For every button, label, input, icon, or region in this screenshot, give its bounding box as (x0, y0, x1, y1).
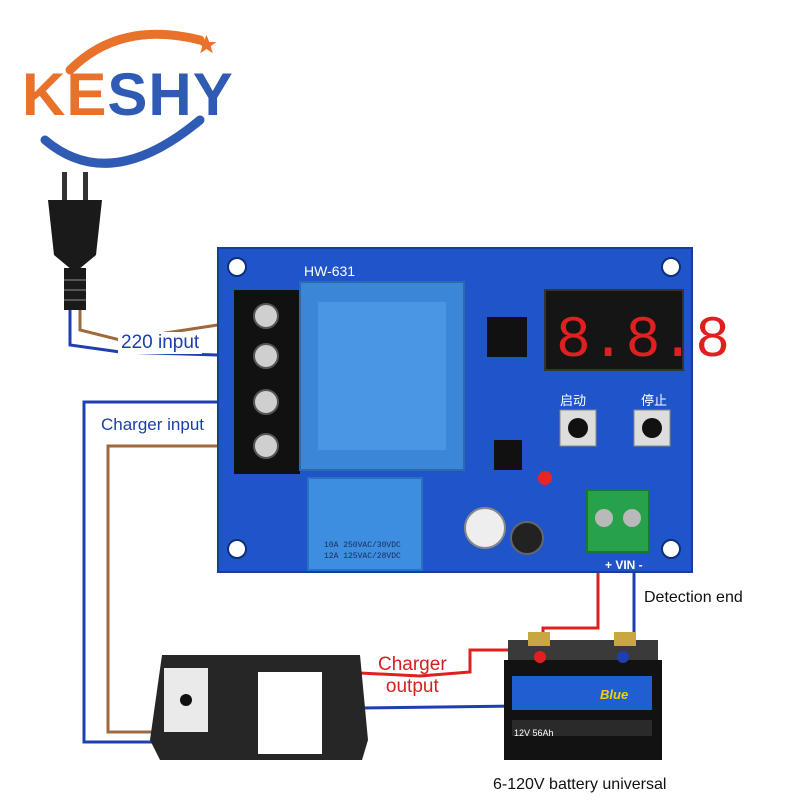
charger-input-label: Charger input (99, 415, 207, 435)
start-button-label: 启动 (560, 393, 587, 408)
charger-input-wire-blue (82, 400, 250, 744)
stop-button-label: 停止 (641, 393, 668, 408)
ac-wire-blue (68, 310, 251, 358)
screw-icon (253, 303, 279, 329)
brand-logo: KESHY (22, 60, 234, 129)
logo-swoosh-icon (40, 29, 217, 168)
capacitor (464, 507, 506, 549)
vin-terminal-label: + VIN - (605, 558, 643, 572)
mount-hole-icon (661, 539, 681, 559)
battery-note-label: 6-120V battery universal (493, 776, 667, 793)
push-button-stop (633, 409, 671, 447)
relay-spec-label: 10A 250VAC/30VDC 12A 125VAC/28VDC (324, 540, 401, 562)
display-digits: 8.8.8 (556, 309, 730, 374)
charger-adapter (150, 655, 368, 760)
ic-chip (487, 317, 527, 357)
screw-icon (253, 433, 279, 459)
battery-brand-label: Blue (600, 687, 629, 702)
screw-icon (253, 389, 279, 415)
charger-output-wire-blue (359, 704, 521, 710)
charger-input-wire-brown (106, 444, 250, 734)
push-button-start (559, 409, 597, 447)
capacitor (510, 521, 544, 555)
detection-end-label: Detection end (644, 589, 743, 606)
relay-spec-line2: 12A 125VAC/28VDC (324, 552, 401, 561)
relay-spec-line1: 10A 250VAC/30VDC (324, 541, 401, 550)
mount-hole-icon (227, 539, 247, 559)
wires (68, 310, 636, 744)
screw-icon (253, 343, 279, 369)
mount-hole-icon (227, 257, 247, 277)
seven-segment-display (544, 289, 684, 371)
ac-input-label: 220 input (118, 332, 203, 354)
charger-output-wire-red (339, 648, 540, 678)
logo-text: KESHY (22, 61, 234, 128)
ac-wire-brown (78, 310, 251, 342)
battery-spec-label: 12V 56Ah (514, 728, 554, 738)
relay (307, 477, 423, 571)
power-plug-icon (48, 172, 102, 310)
led-indicator (538, 471, 552, 485)
board-model-label: HW-631 (304, 263, 356, 279)
pcb-board: 8.8.8 (217, 247, 730, 573)
mount-hole-icon (661, 257, 681, 277)
car-battery (504, 632, 662, 760)
regulator (494, 440, 522, 470)
